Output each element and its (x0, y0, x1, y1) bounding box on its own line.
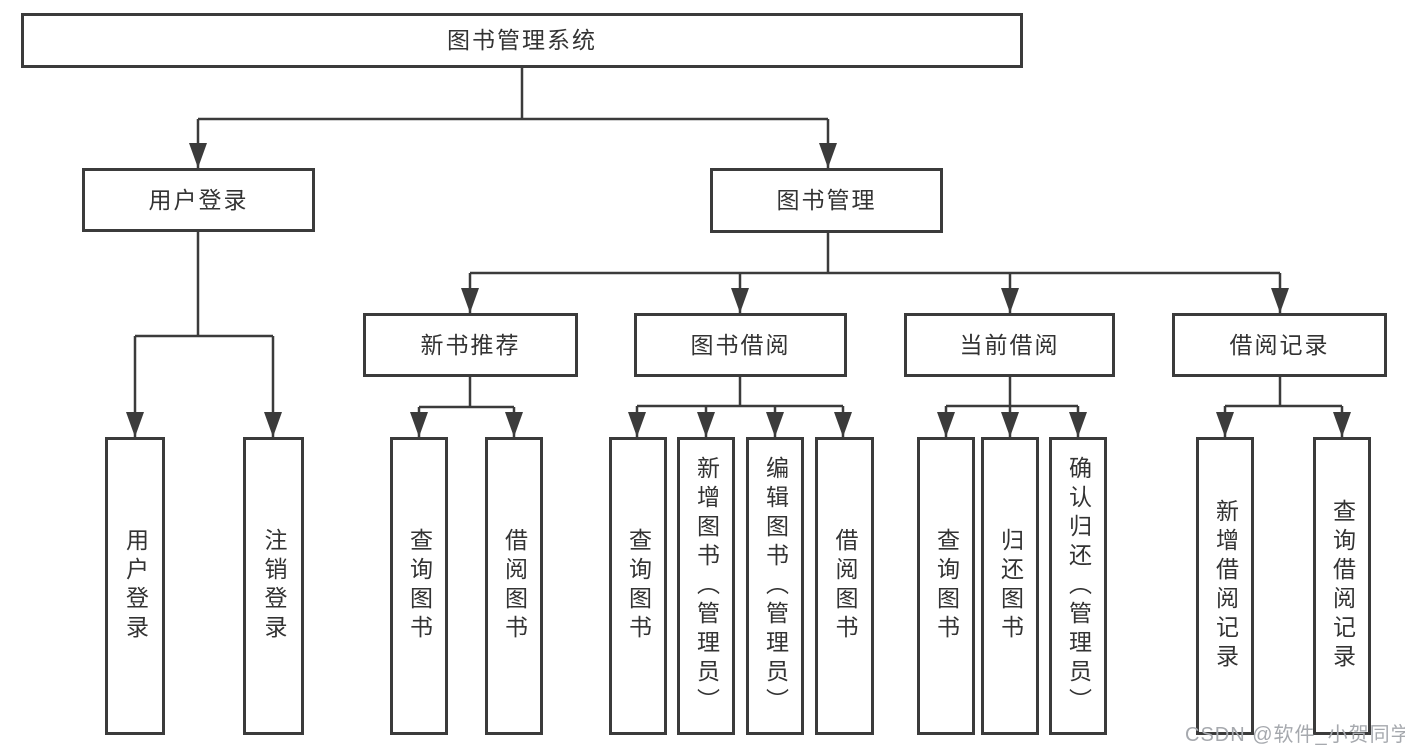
connector-book-management-trunk (470, 233, 1280, 275)
node-query-books-2: 查询图书 (609, 437, 667, 735)
node-book-management-label: 图书管理 (776, 187, 877, 213)
node-add-borrow-record: 新增借阅记录 (1196, 437, 1254, 735)
node-edit-book-admin: 编辑图书（管理员） (746, 437, 804, 735)
node-add-borrow-record-label: 新增借阅记录 (1212, 499, 1239, 673)
node-root: 图书管理系统 (21, 13, 1023, 68)
connector-root-trunk (198, 68, 828, 121)
node-add-book-admin-label: 新增图书（管理员） (693, 455, 720, 717)
node-user-login-leaf-label: 用户登录 (122, 528, 149, 644)
node-confirm-return-admin-label: 确认归还（管理员） (1065, 455, 1092, 717)
node-book-borrow-label: 图书借阅 (690, 331, 791, 358)
node-user-login-leaf: 用户登录 (105, 437, 165, 735)
node-edit-book-admin-label: 编辑图书（管理员） (762, 455, 789, 717)
connector-book-borrow-trunk (637, 377, 843, 408)
connector-new-book-trunk (419, 377, 514, 409)
node-current-borrow-label: 当前借阅 (959, 331, 1060, 358)
node-query-books-3: 查询图书 (917, 437, 975, 735)
watermark: CSDN @软件_小贺同学 (1185, 724, 1405, 746)
node-query-books-3-label: 查询图书 (933, 528, 960, 644)
node-book-borrow: 图书借阅 (634, 313, 847, 377)
node-query-books-1-label: 查询图书 (406, 528, 433, 644)
node-query-borrow-record: 查询借阅记录 (1313, 437, 1371, 735)
node-borrow-records-label: 借阅记录 (1229, 331, 1330, 358)
connector-borrow-records-trunk (1225, 377, 1342, 408)
node-return-book: 归还图书 (981, 437, 1039, 735)
node-user-login: 用户登录 (82, 168, 315, 232)
connector-current-borrow-trunk (946, 377, 1078, 408)
node-add-book-admin: 新增图书（管理员） (677, 437, 735, 735)
node-logout-leaf: 注销登录 (243, 437, 304, 735)
node-borrow-books-1: 借阅图书 (485, 437, 543, 735)
node-return-book-label: 归还图书 (997, 528, 1024, 644)
node-current-borrow: 当前借阅 (904, 313, 1115, 377)
node-root-label: 图书管理系统 (447, 27, 597, 53)
node-query-books-2-label: 查询图书 (625, 528, 652, 644)
connector-user-login-trunk (135, 232, 273, 338)
node-borrow-books-1-label: 借阅图书 (501, 528, 528, 644)
node-borrow-books-2-label: 借阅图书 (832, 528, 858, 644)
node-new-book-recommend: 新书推荐 (363, 313, 578, 377)
node-borrow-books-2: 借阅图书 (815, 437, 874, 735)
node-query-borrow-record-label: 查询借阅记录 (1329, 499, 1356, 673)
node-logout-leaf-label: 注销登录 (261, 528, 287, 644)
node-query-books-1: 查询图书 (390, 437, 448, 735)
node-borrow-records: 借阅记录 (1172, 313, 1387, 377)
node-user-login-label: 用户登录 (148, 186, 249, 213)
node-book-management: 图书管理 (710, 168, 943, 233)
node-new-book-recommend-label: 新书推荐 (420, 331, 521, 358)
node-confirm-return-admin: 确认归还（管理员） (1049, 437, 1107, 735)
